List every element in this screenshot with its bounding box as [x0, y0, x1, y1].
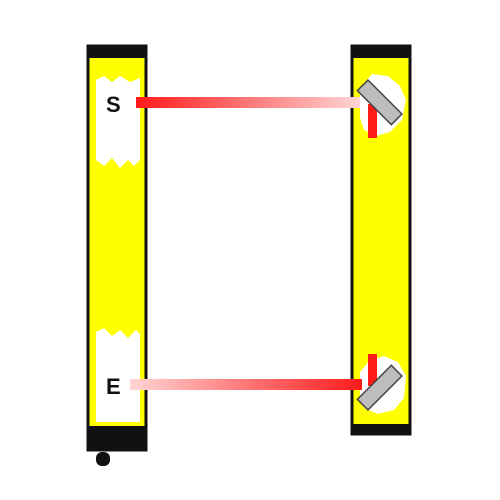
top-beam [136, 97, 360, 108]
end-label: E [106, 374, 121, 399]
left-column-bottom-cap [88, 426, 146, 450]
top-beam-deflected [368, 104, 377, 138]
start-label: S [106, 92, 121, 117]
left-upper-window [96, 76, 140, 168]
left-column-top-cap [88, 46, 146, 58]
bottom-beam [130, 379, 362, 390]
deflection-mirror-top [356, 79, 403, 126]
left-lower-window [96, 328, 140, 422]
deflection-mirror-bottom [356, 364, 403, 411]
right-column-top-cap [352, 46, 410, 58]
left-column [86, 44, 148, 466]
connector-plug [96, 452, 110, 466]
right-column-bottom-cap [352, 424, 410, 434]
bottom-beam-deflected [368, 354, 377, 386]
